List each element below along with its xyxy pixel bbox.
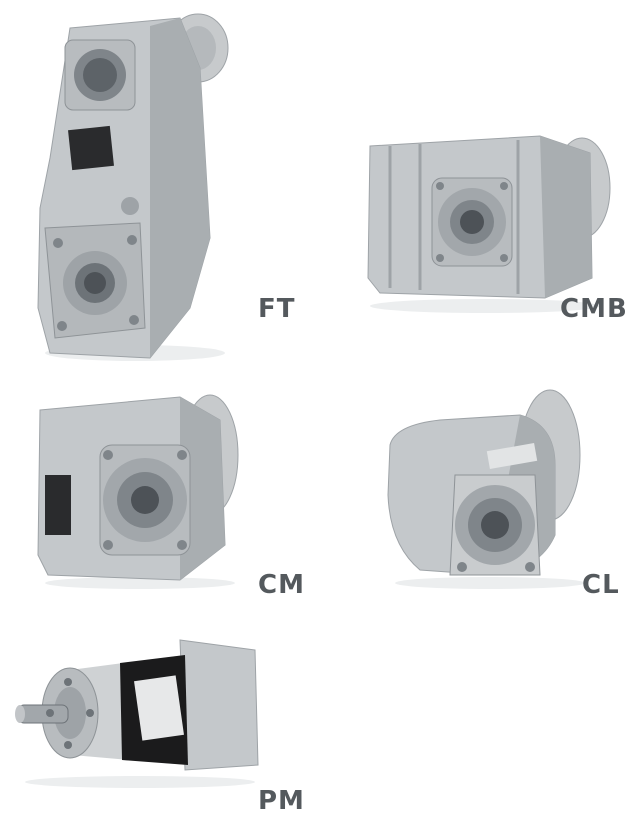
ft-label: FT (258, 294, 296, 324)
ft-gearbox-image (30, 8, 245, 363)
cl-label: CL (582, 570, 620, 600)
cmb-gearbox-image (360, 128, 615, 313)
pm-label: PM (258, 786, 305, 816)
pm-gearbox-graphic (15, 639, 259, 788)
cm-gearbox-image (30, 385, 245, 590)
cm-label: CM (258, 570, 305, 600)
cmb-label: CMB (560, 294, 627, 324)
cl-gearbox-image (380, 385, 600, 590)
cl-gearbox-graphic (387, 389, 585, 589)
cmb-gearbox-graphic (367, 135, 611, 313)
cm-gearbox-graphic (37, 394, 239, 589)
ft-gearbox-graphic (37, 13, 229, 361)
pm-gearbox-image (10, 630, 265, 790)
